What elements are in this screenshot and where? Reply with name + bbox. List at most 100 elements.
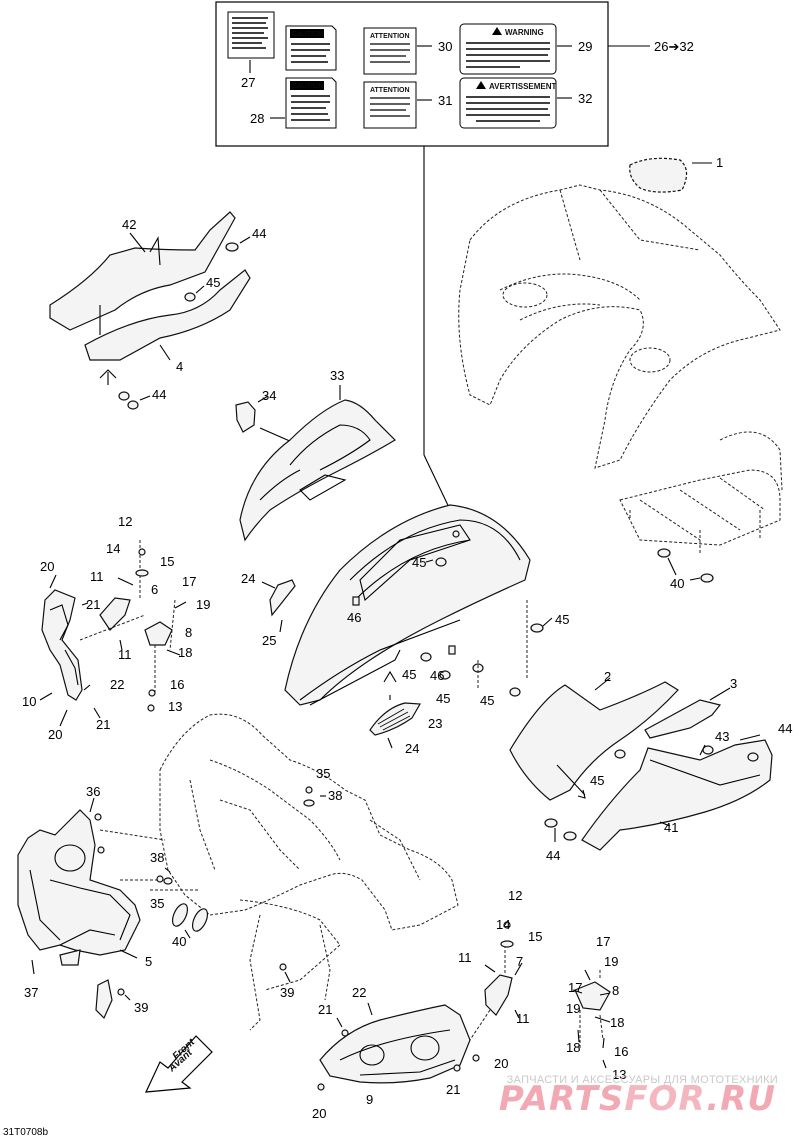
- callout-45-e: 45: [436, 691, 450, 706]
- part-34: [235, 401, 256, 433]
- callout-1: 1: [716, 155, 723, 170]
- part-24-bracket: [269, 579, 296, 617]
- callout-3: 3: [730, 676, 737, 691]
- callout-5: 5: [145, 954, 152, 969]
- callout-45-f: 45: [480, 693, 494, 708]
- callout-34: 34: [262, 388, 276, 403]
- callout-37: 37: [24, 985, 38, 1000]
- callout-8-b: 8: [612, 983, 619, 998]
- callout-15-a: 15: [160, 554, 174, 569]
- callout-30: 30: [438, 39, 452, 54]
- callout-42: 42: [122, 217, 136, 232]
- decal-attention-1: [363, 27, 417, 75]
- callout-36: 36: [86, 784, 100, 799]
- attention-label-1: ATTENTION: [370, 33, 410, 40]
- callout-38-a: 38: [328, 788, 342, 803]
- callout-21-a: 21: [86, 597, 100, 612]
- grommets-44-45-left: [118, 236, 251, 410]
- part-1-pad: [629, 157, 688, 193]
- part-33-cover: [239, 385, 396, 542]
- callout-46-a: 46: [347, 610, 361, 625]
- callout-17-b: 17: [596, 934, 610, 949]
- logo-part-c: .RU: [706, 1079, 776, 1119]
- callout-16-b: 16: [614, 1044, 628, 1059]
- callout-20-d: 20: [312, 1106, 326, 1121]
- logo-part-a: PARTS: [498, 1079, 625, 1119]
- callout-35-b: 35: [150, 896, 164, 911]
- callout-45-b: 45: [412, 555, 426, 570]
- headlight-assembly-lower: [317, 921, 611, 1091]
- callout-45-a: 45: [206, 275, 220, 290]
- callout-18-a: 18: [178, 645, 192, 660]
- callout-45-c: 45: [555, 612, 569, 627]
- caution-label-1: CAUTION: [292, 31, 324, 38]
- callout-20-a: 20: [40, 559, 54, 574]
- callout-18-c: 18: [566, 1040, 580, 1055]
- caution-label-2: CAUTION: [292, 83, 324, 90]
- callout-29: 29: [578, 39, 592, 54]
- left-side-panel: [49, 211, 251, 385]
- callout-20-b: 20: [48, 727, 62, 742]
- callout-4: 4: [176, 359, 183, 374]
- callout-41: 41: [664, 820, 678, 835]
- callout-45-g: 45: [590, 773, 604, 788]
- front-nose-piece: [17, 797, 141, 1020]
- right-side-panels: [509, 677, 773, 851]
- fasteners-45-46-front: [352, 557, 553, 697]
- rear-fender: [458, 184, 781, 469]
- avertissement-label: AVERTISSEMENT: [489, 82, 557, 91]
- callout-14-b: 14: [496, 917, 510, 932]
- callout-11-d: 11: [516, 1011, 530, 1026]
- callout-27: 27: [241, 75, 255, 90]
- callout-7: 7: [516, 954, 523, 969]
- callout-28: 28: [250, 111, 264, 126]
- decal-box: CAUTION CAUTION ATTENTION ATTENTION WARN…: [215, 1, 650, 521]
- callout-19-a: 19: [196, 597, 210, 612]
- callout-25: 25: [262, 633, 276, 648]
- decal-27: [227, 11, 275, 59]
- headlight-assembly-left: [39, 540, 187, 727]
- callout-43: 43: [715, 729, 729, 744]
- decal-caution-2: [285, 77, 337, 129]
- callout-2: 2: [604, 669, 611, 684]
- callout-32: 32: [578, 91, 592, 106]
- watermark-logo: PARTSFOR.RU: [499, 1079, 776, 1119]
- callout-numbers: 27 28 30 31 29 32 26➔32 1 42 44 45 4 44 …: [22, 39, 792, 1121]
- front-fender-main: [284, 504, 531, 706]
- callout-12-b: 12: [508, 888, 522, 903]
- attention-label-2: ATTENTION: [370, 87, 410, 94]
- callout-31: 31: [438, 93, 452, 108]
- front-frame-dashed: [99, 713, 459, 1031]
- callout-21-b: 21: [96, 717, 110, 732]
- callout-12-a: 12: [118, 514, 132, 529]
- callout-6: 6: [151, 582, 158, 597]
- callout-44-a: 44: [252, 226, 266, 241]
- callout-8-a: 8: [185, 625, 192, 640]
- callout-9: 9: [366, 1092, 373, 1107]
- callout-14-a: 14: [106, 541, 120, 556]
- callout-13-b: 13: [612, 1067, 626, 1082]
- callout-16-a: 16: [170, 677, 184, 692]
- watermark-tagline: ЗАПЧАСТИ И АКСЕССУАРЫ ДЛЯ МОТОТЕХНИКИ: [506, 1074, 778, 1086]
- callout-19-c: 19: [566, 1001, 580, 1016]
- callout-10: 10: [22, 694, 36, 709]
- callout-21-d: 21: [446, 1082, 460, 1097]
- callout-21-c: 21: [318, 1002, 332, 1017]
- callout-17-c: 17: [568, 980, 582, 995]
- callout-38-b: 38: [150, 850, 164, 865]
- callout-23: 23: [428, 716, 442, 731]
- callout-39-b: 39: [134, 1000, 148, 1015]
- callout-18-b: 18: [610, 1015, 624, 1030]
- callout-15-b: 15: [528, 929, 542, 944]
- callout-11-a: 11: [90, 569, 104, 584]
- callout-19-b: 19: [604, 954, 618, 969]
- decal-attention-2: [363, 81, 417, 129]
- fasteners-41: [544, 745, 759, 842]
- callout-45-d: 45: [402, 667, 416, 682]
- fasteners-35-38: [156, 786, 326, 885]
- grommet-pair-40: [657, 548, 714, 583]
- callout-35-a: 35: [316, 766, 330, 781]
- callout-11-b: 11: [118, 647, 132, 662]
- rear-rack: [619, 431, 783, 555]
